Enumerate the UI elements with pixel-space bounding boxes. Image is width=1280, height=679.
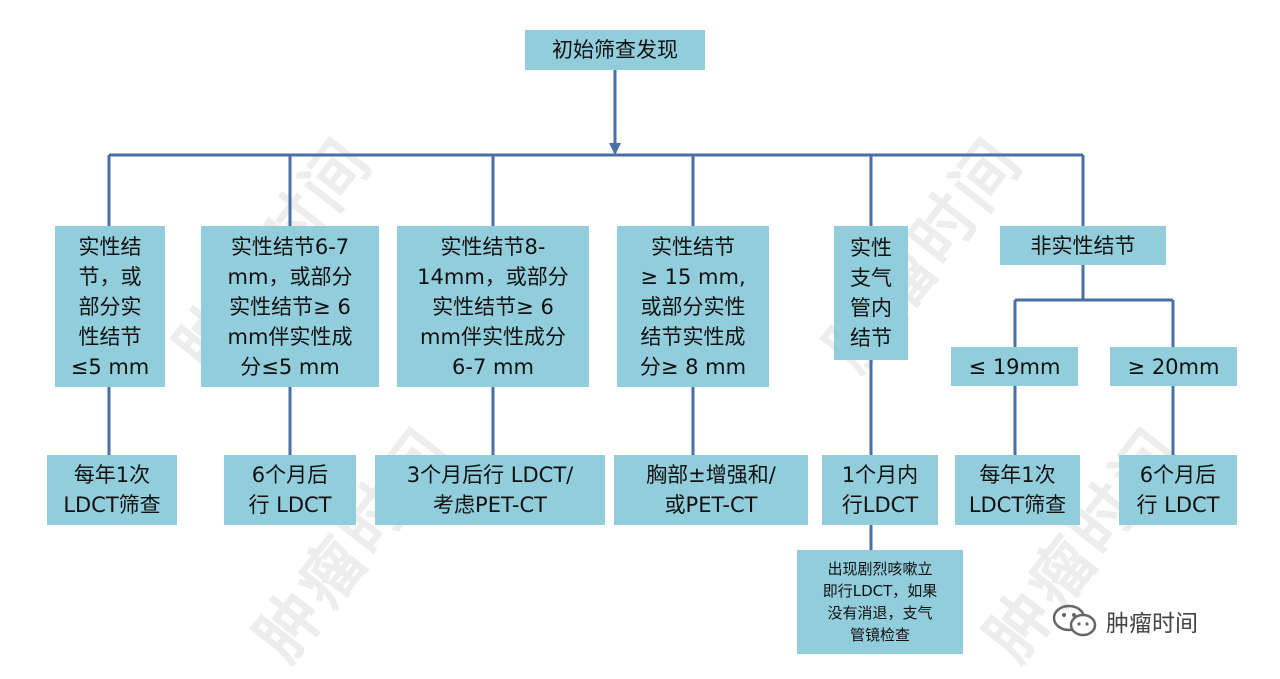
action-node: 3个月后行 LDCT/ 考虑PET-CT bbox=[375, 455, 605, 525]
category-node: 实性结节 ≥ 15 mm, 或部分实性 结节实性成 分≥ 8 mm bbox=[617, 226, 769, 387]
category-node: 实性结节8- 14mm，或部分 实性结节≥ 6 mm伴实性成分 6-7 mm bbox=[397, 226, 589, 387]
arrowhead bbox=[609, 143, 621, 155]
size-branch-node: ≤ 19mm bbox=[951, 347, 1078, 386]
size-branch-node: ≥ 20mm bbox=[1110, 347, 1237, 386]
logo-text: 肿瘤时间 bbox=[1106, 611, 1198, 637]
root-node: 初始筛查发现 bbox=[525, 30, 705, 70]
action-node: 每年1次 LDCT筛查 bbox=[47, 455, 177, 525]
action-node: 每年1次 LDCT筛查 bbox=[955, 455, 1080, 525]
category-node: 实性结 节，或 部分实 性结节 ≤5 mm bbox=[55, 226, 165, 387]
action-node: 胸部±增强和/ 或PET-CT bbox=[614, 455, 808, 525]
logo: 肿瘤时间 bbox=[1052, 604, 1198, 638]
category-node: 实性 支气 管内 结节 bbox=[834, 226, 908, 360]
action-node: 1个月内 行LDCT bbox=[822, 455, 938, 525]
bronchial-note-node: 出现剧烈咳嗽立 即行LDCT，如果 没有消退，支气 管镜检查 bbox=[797, 550, 963, 654]
wechat-icon bbox=[1052, 604, 1098, 638]
action-node: 6个月后 行 LDCT bbox=[1119, 455, 1237, 525]
action-node: 6个月后 行 LDCT bbox=[224, 455, 356, 525]
category-node: 实性结节6-7 mm，或部分 实性结节≥ 6 mm伴实性成 分≤5 mm bbox=[201, 226, 379, 387]
category-node: 非实性结节 bbox=[1000, 226, 1166, 265]
